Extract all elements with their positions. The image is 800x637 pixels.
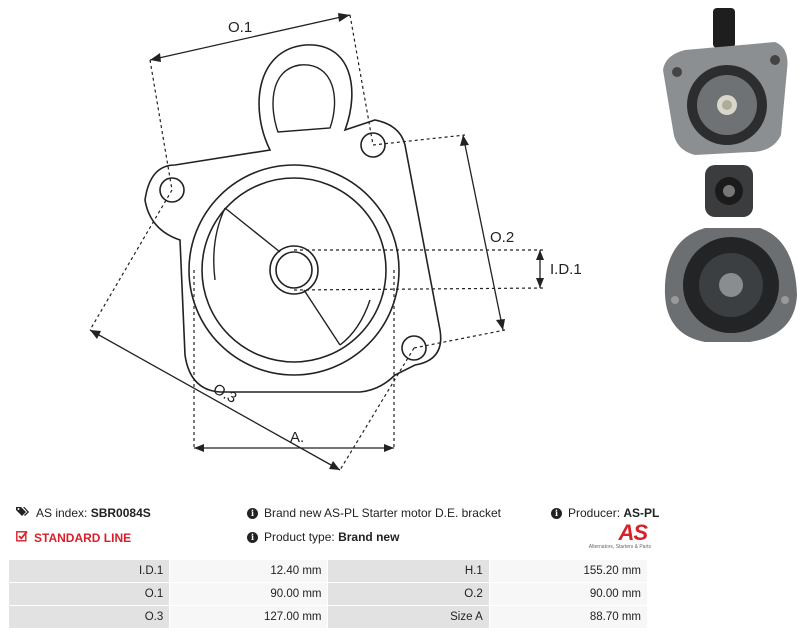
label-a: A. xyxy=(290,429,304,446)
label-o2: O.2 xyxy=(490,229,514,246)
spec-value: 88.70 mm xyxy=(488,605,649,629)
as-index-label: AS index: xyxy=(36,506,88,520)
product-description: Brand new AS-PL Starter motor D.E. brack… xyxy=(264,506,501,520)
loop-inner xyxy=(272,64,336,133)
producer-label: Producer: xyxy=(568,506,621,520)
spec-label: O.1 xyxy=(7,582,171,606)
producer-value: AS-PL xyxy=(623,506,660,520)
info-icon: i xyxy=(247,531,258,543)
photo-front-view xyxy=(663,8,788,155)
spec-label: H.1 xyxy=(327,559,490,583)
mount-hole-bottom xyxy=(401,335,427,361)
line-name: STANDARD LINE xyxy=(34,530,132,545)
mount-hole-left xyxy=(159,177,185,203)
label-id1: I.D.1 xyxy=(550,261,582,278)
info-icon: i xyxy=(247,507,258,519)
product-photos xyxy=(663,8,797,342)
spec-label: O.3 xyxy=(7,605,171,629)
spec-value: 155.20 mm xyxy=(488,559,649,583)
wedge-cutout xyxy=(213,207,371,346)
shaft-bore-inner xyxy=(275,251,313,289)
photo-rear-view xyxy=(664,165,797,342)
standard-line-badge: STANDARD LINE xyxy=(16,530,131,545)
as-pl-logo: AS Alternators, Starters & Parts xyxy=(583,522,653,552)
table-row: O.3 127.00 mm Size A 88.70 mm xyxy=(7,605,649,629)
spec-value: 12.40 mm xyxy=(169,559,329,583)
label-o3: O.3 xyxy=(210,381,239,407)
mount-hole-top xyxy=(360,132,386,158)
technical-drawing: O.1 O.2 O.3 I.D.1 A. xyxy=(89,13,582,471)
as-index-info: AS index: SBR0084S xyxy=(16,506,151,520)
spec-label: O.2 xyxy=(327,582,490,606)
logo-text: AS xyxy=(618,520,648,545)
as-index-value: SBR0084S xyxy=(90,506,151,520)
logo-subtext: Alternators, Starters & Parts xyxy=(588,544,651,550)
producer-info: i Producer: AS-PL xyxy=(551,506,659,520)
table-row: I.D.1 12.40 mm H.1 155.20 mm xyxy=(7,559,649,583)
info-icon: i xyxy=(551,507,562,519)
housing-outer-circle xyxy=(188,164,400,376)
description-info: i Brand new AS-PL Starter motor D.E. bra… xyxy=(247,506,501,520)
product-type-label: Product type: xyxy=(264,530,335,544)
spec-value: 90.00 mm xyxy=(488,582,649,606)
product-type-value: Brand new xyxy=(338,530,400,544)
spec-label: I.D.1 xyxy=(7,559,171,583)
label-o1: O.1 xyxy=(228,19,252,36)
table-row: O.1 90.00 mm O.2 90.00 mm xyxy=(7,582,649,606)
spec-table: I.D.1 12.40 mm H.1 155.20 mm O.1 90.00 m… xyxy=(7,559,649,629)
tags-icon xyxy=(16,506,30,520)
housing-inner-circle xyxy=(201,177,387,363)
bracket-outline xyxy=(144,44,442,393)
spec-label: Size A xyxy=(327,605,490,629)
spec-value: 90.00 mm xyxy=(169,582,329,606)
spec-value: 127.00 mm xyxy=(169,605,329,629)
checkbox-checked-icon xyxy=(16,530,28,545)
product-type-info: i Product type: Brand new xyxy=(247,530,399,544)
shaft-bore-outer xyxy=(269,245,319,295)
